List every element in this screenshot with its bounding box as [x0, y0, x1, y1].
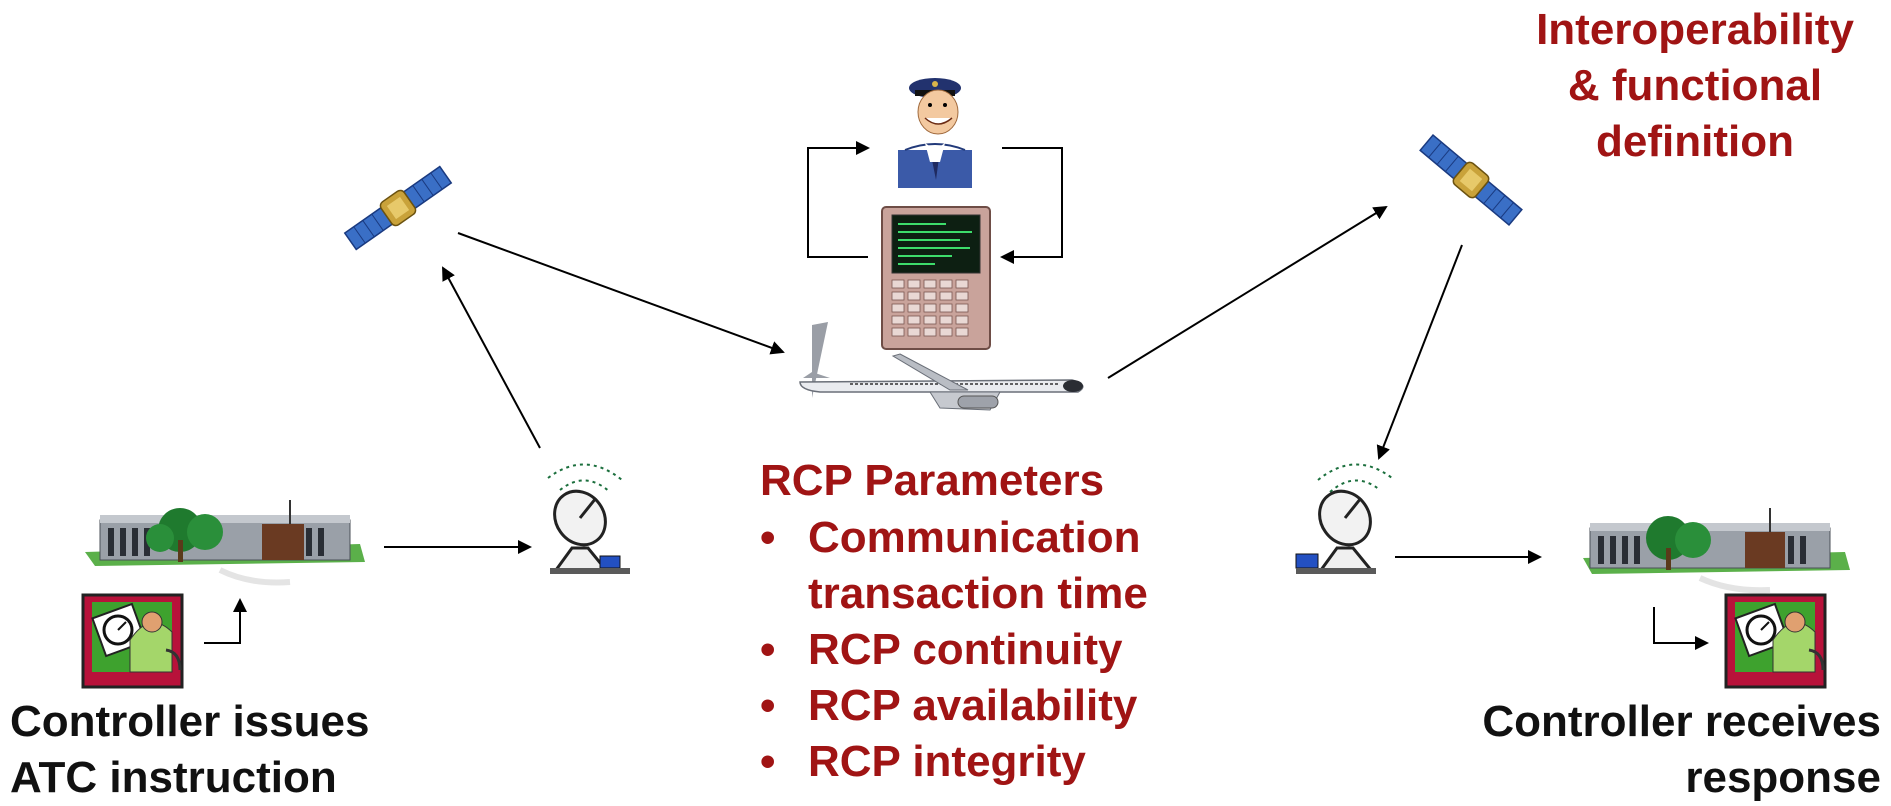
- rcp-parameters-block: RCP Parameters • Communication transacti…: [760, 452, 1148, 790]
- controller-receives-label: Controller receives response: [1482, 694, 1881, 806]
- rcp-item-line: RCP integrity: [808, 737, 1086, 786]
- interoperability-line-2: & functional: [1567, 61, 1823, 110]
- arrow-terminal-to-pilot-loop: [807, 141, 870, 258]
- controller-right-icon: [1724, 593, 1827, 689]
- interoperability-line-1: Interoperability: [1536, 5, 1854, 54]
- arrow-aircraft-to-satellite-right: [1107, 205, 1388, 379]
- rcp-item-availability: • RCP availability: [760, 678, 1148, 734]
- rcp-item-continuity: • RCP continuity: [760, 622, 1148, 678]
- arrow-satellite-right-to-ground-right: [1376, 244, 1463, 460]
- pilot-icon: [898, 78, 972, 188]
- rcp-item-transaction-time: • Communication transaction time: [760, 510, 1148, 622]
- bullet-icon: •: [760, 737, 776, 786]
- controller-left-icon: [81, 593, 184, 689]
- ground-station-right-icon: [1295, 463, 1393, 574]
- rcp-item-line: transaction time: [808, 569, 1148, 618]
- arrow-controller-left-to-building: [204, 598, 247, 644]
- building-left-icon: [85, 500, 365, 586]
- rcp-parameters-list: • Communication transaction time • RCP c…: [760, 510, 1148, 790]
- cockpit-terminal-icon: [881, 206, 991, 350]
- controller-issues-line-1: Controller issues: [10, 697, 370, 746]
- rcp-parameters-heading: RCP Parameters: [760, 456, 1105, 505]
- rcp-item-line: RCP continuity: [808, 625, 1123, 674]
- controller-issues-label: Controller issues ATC instruction: [10, 694, 369, 806]
- controller-receives-line-2: response: [1685, 753, 1881, 802]
- arrow-building-to-controller-right: [1653, 607, 1709, 650]
- rcp-item-line: Communication: [808, 513, 1141, 562]
- rcp-item-line: RCP availability: [808, 681, 1138, 730]
- building-right-icon: [1583, 508, 1850, 594]
- flow-arrows: [204, 141, 1709, 650]
- bullet-icon: •: [760, 513, 776, 562]
- interoperability-line-3: definition: [1596, 117, 1794, 166]
- bullet-icon: •: [760, 625, 776, 674]
- controller-issues-line-2: ATC instruction: [10, 753, 337, 802]
- controller-receives-line-1: Controller receives: [1482, 697, 1881, 746]
- rcp-item-integrity: • RCP integrity: [760, 734, 1148, 790]
- satellite-right-icon: [1419, 134, 1523, 226]
- interoperability-label: Interoperability & functional definition: [1500, 2, 1890, 170]
- airplane-icon: [799, 322, 1084, 411]
- arrow-satellite-left-to-aircraft: [457, 232, 785, 355]
- ground-station-left-icon: [547, 463, 630, 574]
- arrow-ground-left-to-satellite-left: [442, 266, 541, 449]
- arrow-pilot-to-terminal-loop: [1000, 147, 1063, 264]
- bullet-icon: •: [760, 681, 776, 730]
- satellite-left-icon: [343, 165, 453, 251]
